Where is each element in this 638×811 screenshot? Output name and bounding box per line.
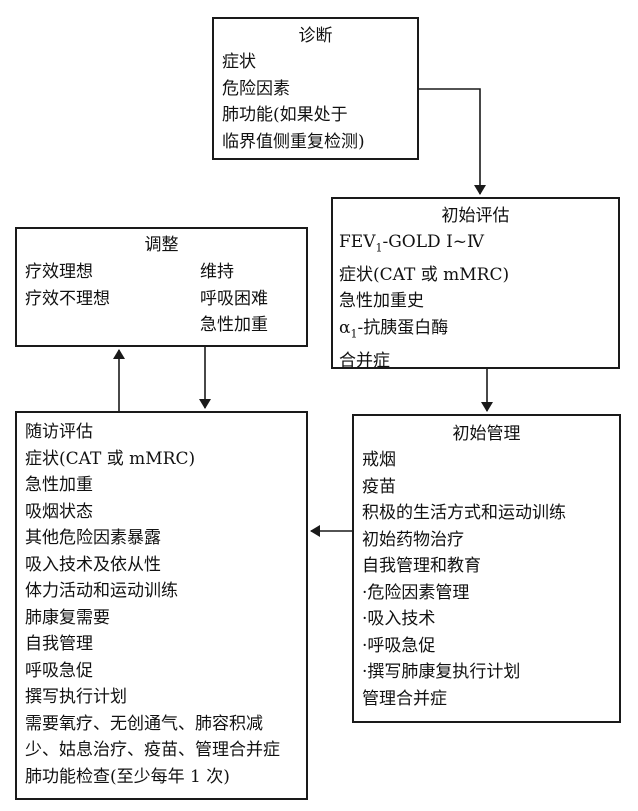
initial-assessment-item: 急性加重史	[339, 291, 424, 312]
diagnosis-box: 诊断 症状 危险因素 肺功能(如果处于 临界值侧重复检测)	[212, 17, 419, 160]
arrow-diagnosis-to-assessment	[419, 88, 486, 195]
adjust-right-item: 呼吸困难	[200, 288, 268, 309]
diagnosis-title: 诊断	[298, 26, 333, 46]
initial-assessment-item: 合并症	[339, 350, 390, 371]
diagnosis-item: 肺功能(如果处于	[222, 105, 348, 125]
initial-management-item: 疫苗	[362, 476, 396, 497]
antitrypsin-label: -抗胰蛋白酶	[357, 317, 449, 338]
diagnosis-item: 症状	[222, 52, 256, 72]
initial-assessment-box: 初始评估 FEV1-GOLD Ⅰ~Ⅳ 症状(CAT 或 mMRC) 急性加重史 …	[331, 197, 620, 371]
follow-up-item: 吸入技术及依从性	[25, 554, 161, 575]
follow-up-item: 急性加重	[25, 475, 93, 495]
initial-management-item: 积极的生活方式和运动训练	[362, 503, 566, 523]
fev-gold-line: FEV1-GOLD Ⅰ~Ⅳ	[339, 229, 612, 262]
initial-management-item: 自我管理和教育	[362, 556, 481, 576]
initial-management-item: 初始药物治疗	[362, 529, 464, 550]
adjust-left-item: 疗效不理想	[25, 288, 110, 309]
fev-label: FEV	[339, 232, 376, 252]
initial-management-item: ·撰写肺康复执行计划	[362, 662, 521, 682]
alpha-label: α	[339, 317, 351, 338]
gold-label: -GOLD Ⅰ~Ⅳ	[382, 232, 485, 252]
diagnosis-item: 危险因素	[222, 78, 290, 99]
follow-up-item: 少、姑息治疗、疫苗、管理合并症	[25, 740, 280, 760]
adjust-left-item: 疗效理想	[25, 262, 93, 282]
follow-up-item: 呼吸急促	[25, 660, 93, 681]
fev-subscript: 1	[375, 241, 383, 255]
diagnosis-item: 临界值侧重复检测)	[222, 131, 365, 152]
follow-up-item: 自我管理	[25, 634, 93, 654]
adjust-title: 调整	[144, 235, 179, 255]
initial-management-item: ·危险因素管理	[362, 582, 470, 603]
adjust-right-item: 急性加重	[200, 315, 268, 335]
follow-up-item: 症状(CAT 或 mMRC)	[25, 448, 196, 469]
follow-up-box: 随访评估 症状(CAT 或 mMRC) 急性加重 吸烟状态 其他危险因素暴露 吸…	[15, 411, 308, 800]
follow-up-item: 吸烟状态	[25, 501, 93, 522]
initial-management-item: ·吸入技术	[362, 609, 436, 629]
follow-up-item: 体力活动和运动训练	[25, 581, 178, 601]
initial-assessment-item: 症状(CAT 或 mMRC)	[339, 264, 510, 285]
initial-management-title: 初始管理	[452, 424, 521, 444]
follow-up-title: 随访评估	[25, 422, 93, 442]
initial-assessment-title: 初始评估	[441, 206, 510, 226]
follow-up-item: 其他危险因素暴露	[25, 528, 161, 548]
adjust-right-column: 维持 呼吸困难 急性加重	[200, 259, 268, 339]
alpha-subscript: 1	[350, 327, 358, 341]
alpha-antitrypsin-line: α1-抗胰蛋白酶	[339, 315, 612, 348]
adjust-right-item: 维持	[200, 262, 234, 282]
follow-up-item: 肺功能检查(至少每年 1 次)	[25, 766, 230, 787]
follow-up-item: 撰写执行计划	[25, 687, 127, 707]
follow-up-item: 肺康复需要	[25, 607, 110, 628]
adjust-box: 调整 疗效理想 疗效不理想 维持 呼吸困难 急性加重	[15, 227, 308, 347]
initial-management-item: ·呼吸急促	[362, 635, 436, 656]
follow-up-item: 需要氧疗、无创通气、肺容积减	[25, 713, 263, 734]
adjust-left-column: 疗效理想 疗效不理想	[25, 259, 110, 312]
initial-management-box: 初始管理 戒烟 疫苗 积极的生活方式和运动训练 初始药物治疗 自我管理和教育 ·…	[352, 414, 621, 723]
initial-management-item: 管理合并症	[362, 688, 447, 709]
initial-management-item: 戒烟	[362, 450, 396, 470]
